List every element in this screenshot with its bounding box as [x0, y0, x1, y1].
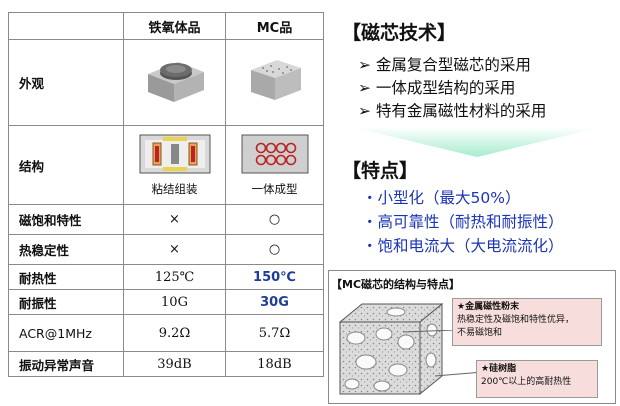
mc-value: 150℃	[225, 264, 324, 290]
ferrite-structure-caption: 粘结组装	[151, 181, 198, 196]
callout-title: ★金属磁性粉末	[457, 302, 520, 312]
header-corner	[8, 12, 124, 40]
ferrite-appearance-cell	[123, 39, 226, 126]
row-saturation: 磁饱和特性 × ○	[8, 204, 324, 235]
callout-silicone-resin: ★硅树脂 200℃以上的高耐热性	[476, 360, 598, 398]
mc-structure-diagram	[241, 134, 308, 173]
callout-pointer-lines	[402, 330, 484, 377]
tech-bullet: ➢ 金属复合型磁芯的采用	[358, 56, 531, 74]
mc-value: ○	[225, 204, 324, 235]
callout-body: 200℃以上的高耐热性	[481, 377, 572, 387]
row-label: ACR@1MHz	[8, 314, 124, 352]
mc-structure-caption: 一体成型	[251, 181, 298, 196]
arrow-bullet-icon: ➢	[358, 56, 376, 74]
tech-bullet: ➢ 一体成型结构的采用	[358, 79, 516, 97]
row-thermal-stability: 热稳定性 × ○	[8, 234, 324, 265]
feature-item: ・饱和电流大（大电流流化）	[362, 237, 564, 255]
mc-diagram-frame	[328, 270, 616, 404]
mc-value: 30G	[225, 289, 324, 315]
ferrite-value: ×	[123, 234, 226, 265]
ferrite-value: 10G	[123, 289, 226, 315]
row-label: 磁饱和特性	[8, 204, 124, 235]
tech-bullet: ➢ 特有金属磁性材料的采用	[358, 102, 547, 120]
ferrite-inductor-image	[147, 61, 204, 102]
ferrite-structure-cell: 粘结组装	[123, 125, 226, 205]
mc-inductor-image	[250, 59, 301, 100]
mc-value: 5.7Ω	[225, 314, 324, 352]
mc-structure-cell: 一体成型	[225, 125, 324, 205]
row-acr: ACR@1MHz 9.2Ω 5.7Ω	[8, 314, 324, 352]
table-header-row: 铁氧体品 MC品	[8, 12, 324, 40]
ferrite-structure-diagram	[139, 134, 210, 173]
mc-diagram-title: 【MC磁芯的结构与特点】	[331, 278, 461, 291]
arrow-bullet-icon: ➢	[358, 102, 376, 120]
row-vibration-resistance: 耐振性 10G 30G	[8, 289, 324, 315]
ferrite-value: 125℃	[123, 264, 226, 290]
callout-metal-powder: ★金属磁性粉末 热稳定性及磁饱和特性优异， 不易磁饱和	[452, 298, 602, 346]
comparison-table: 铁氧体品 MC品 外观	[8, 12, 324, 377]
ferrite-value: 9.2Ω	[123, 314, 226, 352]
row-label: 热稳定性	[8, 234, 124, 265]
row-appearance: 外观	[8, 39, 324, 126]
row-heat-resistance: 耐热性 125℃ 150℃	[8, 264, 324, 290]
mc-core-cube	[338, 302, 444, 396]
row-label: 外观	[8, 39, 124, 126]
mc-appearance-cell	[225, 39, 324, 126]
down-arrow-icon	[352, 127, 602, 157]
row-noise: 振动异常声音 39dB 18dB	[8, 351, 324, 377]
callout-title: ★硅树脂	[481, 364, 517, 374]
row-structure: 结构 粘结组装 一体成型	[8, 125, 324, 205]
tech-heading: 【磁芯技术】	[342, 22, 457, 44]
row-label: 耐振性	[8, 289, 124, 315]
row-label: 振动异常声音	[8, 351, 124, 377]
header-mc: MC品	[225, 12, 324, 40]
features-heading: 【特点】	[342, 160, 419, 182]
row-label: 耐热性	[8, 264, 124, 290]
header-ferrite: 铁氧体品	[123, 12, 226, 40]
ferrite-value: 39dB	[123, 351, 226, 377]
mc-value: 18dB	[225, 351, 324, 377]
row-label: 结构	[8, 125, 124, 205]
feature-item: ・小型化（最大50%）	[362, 189, 521, 207]
arrow-bullet-icon: ➢	[358, 79, 376, 97]
ferrite-value: ×	[123, 204, 226, 235]
callout-body: 热稳定性及磁饱和特性优异，	[457, 315, 575, 325]
mc-value: ○	[225, 234, 324, 265]
feature-item: ・高可靠性（耐热和耐振性）	[362, 213, 564, 231]
callout-body: 不易磁饱和	[457, 328, 503, 338]
